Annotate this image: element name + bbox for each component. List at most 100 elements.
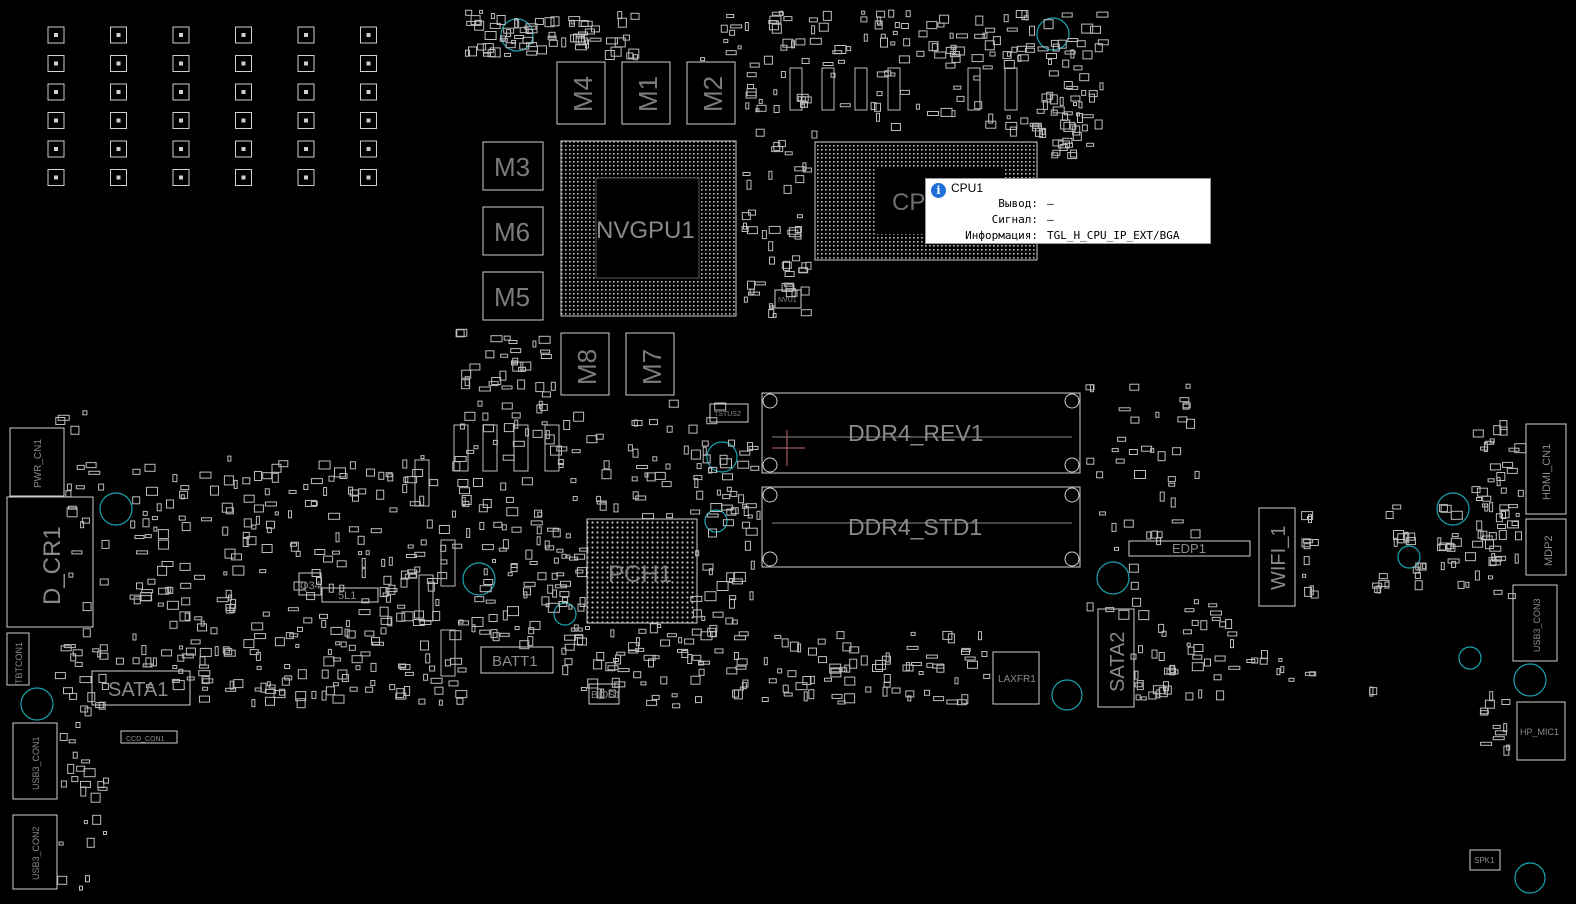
smd-part — [794, 233, 802, 240]
smd-part — [60, 780, 67, 788]
smd-part — [733, 571, 746, 582]
smd-part — [404, 686, 411, 696]
smd-part — [492, 558, 496, 563]
smd-part — [319, 613, 328, 619]
ddr-slots[interactable] — [761, 392, 1081, 568]
smd-part — [949, 32, 954, 39]
smd-part — [514, 626, 520, 630]
smd-part — [768, 241, 774, 252]
smd-part — [404, 671, 414, 676]
smd-part — [426, 578, 438, 584]
smd-part — [916, 50, 925, 57]
smd-part — [136, 582, 143, 590]
smd-part — [539, 403, 548, 411]
smd-part — [1117, 436, 1127, 442]
usb-con2-label: USB3_CON2 — [31, 826, 41, 880]
smd-part — [158, 587, 170, 595]
smd-part — [1020, 117, 1029, 125]
smd-part — [746, 226, 758, 235]
smd-part — [1081, 114, 1094, 119]
smd-part — [330, 626, 343, 635]
test-pad — [360, 55, 377, 72]
smd-part — [479, 585, 492, 593]
smd-part — [550, 381, 556, 391]
pch-bga[interactable]: PCH1 — [586, 518, 698, 624]
smd-part — [617, 668, 630, 673]
smd-part — [461, 369, 472, 379]
smd-part — [1440, 562, 1445, 571]
smd-part — [698, 660, 710, 665]
inductor — [482, 424, 498, 472]
smd-part — [254, 471, 262, 481]
smd-part — [936, 664, 945, 673]
smd-part — [262, 611, 270, 617]
smd-part — [783, 16, 793, 22]
smd-part — [194, 616, 203, 621]
smd-part — [1440, 504, 1452, 513]
smd-part — [730, 490, 738, 497]
smd-part — [1094, 119, 1103, 130]
ddr-std-label: DDR4_STD1 — [848, 514, 982, 540]
smd-part — [349, 686, 358, 692]
smd-part — [739, 450, 751, 456]
smd-part — [265, 696, 275, 706]
connectors[interactable] — [6, 289, 1567, 890]
smd-part — [630, 12, 640, 20]
smd-part — [1063, 81, 1073, 89]
smd-part — [477, 43, 487, 51]
smd-part — [1517, 489, 1524, 497]
hp-mic-label: HP_MIC1 — [1520, 727, 1559, 737]
smd-part — [179, 645, 183, 650]
smd-part — [551, 572, 558, 580]
smd-part — [103, 831, 107, 835]
smd-part — [903, 38, 911, 47]
test-pad — [110, 112, 127, 129]
smd-part — [63, 687, 73, 695]
smd-part — [466, 449, 475, 454]
smd-part — [142, 518, 150, 528]
smd-part — [1501, 511, 1506, 519]
smd-part — [1501, 699, 1511, 705]
memory-chips[interactable] — [482, 61, 736, 396]
smd-part — [1498, 529, 1507, 540]
smd-part — [782, 684, 789, 693]
smd-part — [242, 477, 251, 485]
smd-part — [506, 29, 512, 38]
smd-part — [876, 112, 880, 122]
smd-part — [566, 554, 571, 559]
test-pad — [297, 112, 315, 129]
smd-part — [1465, 581, 1470, 588]
smd-part — [1303, 543, 1311, 550]
smd-part — [1081, 89, 1087, 96]
test-pad — [47, 169, 65, 186]
gpu-bga[interactable]: NVGPU1 — [560, 140, 737, 317]
smd-part — [1138, 610, 1150, 621]
smd-part — [519, 27, 529, 34]
smd-part — [508, 340, 518, 344]
smd-part — [548, 39, 558, 47]
smd-part — [1158, 652, 1165, 661]
smd-part — [573, 624, 579, 631]
smd-part — [961, 694, 969, 705]
smd-part — [540, 354, 552, 359]
test-pad — [47, 26, 65, 44]
smd-part — [640, 681, 647, 686]
smd-part — [1168, 482, 1176, 487]
smd-part — [883, 674, 891, 683]
smd-part — [747, 514, 753, 519]
smd-part — [278, 460, 289, 468]
smd-part — [166, 499, 174, 509]
smd-part — [1035, 127, 1043, 137]
smd-part — [1070, 123, 1077, 130]
test-pad — [235, 112, 252, 129]
smd-part — [918, 671, 924, 675]
smd-part — [953, 85, 962, 90]
smd-part — [68, 739, 76, 744]
smd-part — [573, 411, 585, 422]
smd-part — [458, 620, 469, 626]
smd-part — [115, 657, 124, 665]
smd-part — [716, 489, 721, 496]
test-pad — [297, 55, 315, 72]
smd-part — [547, 527, 559, 532]
